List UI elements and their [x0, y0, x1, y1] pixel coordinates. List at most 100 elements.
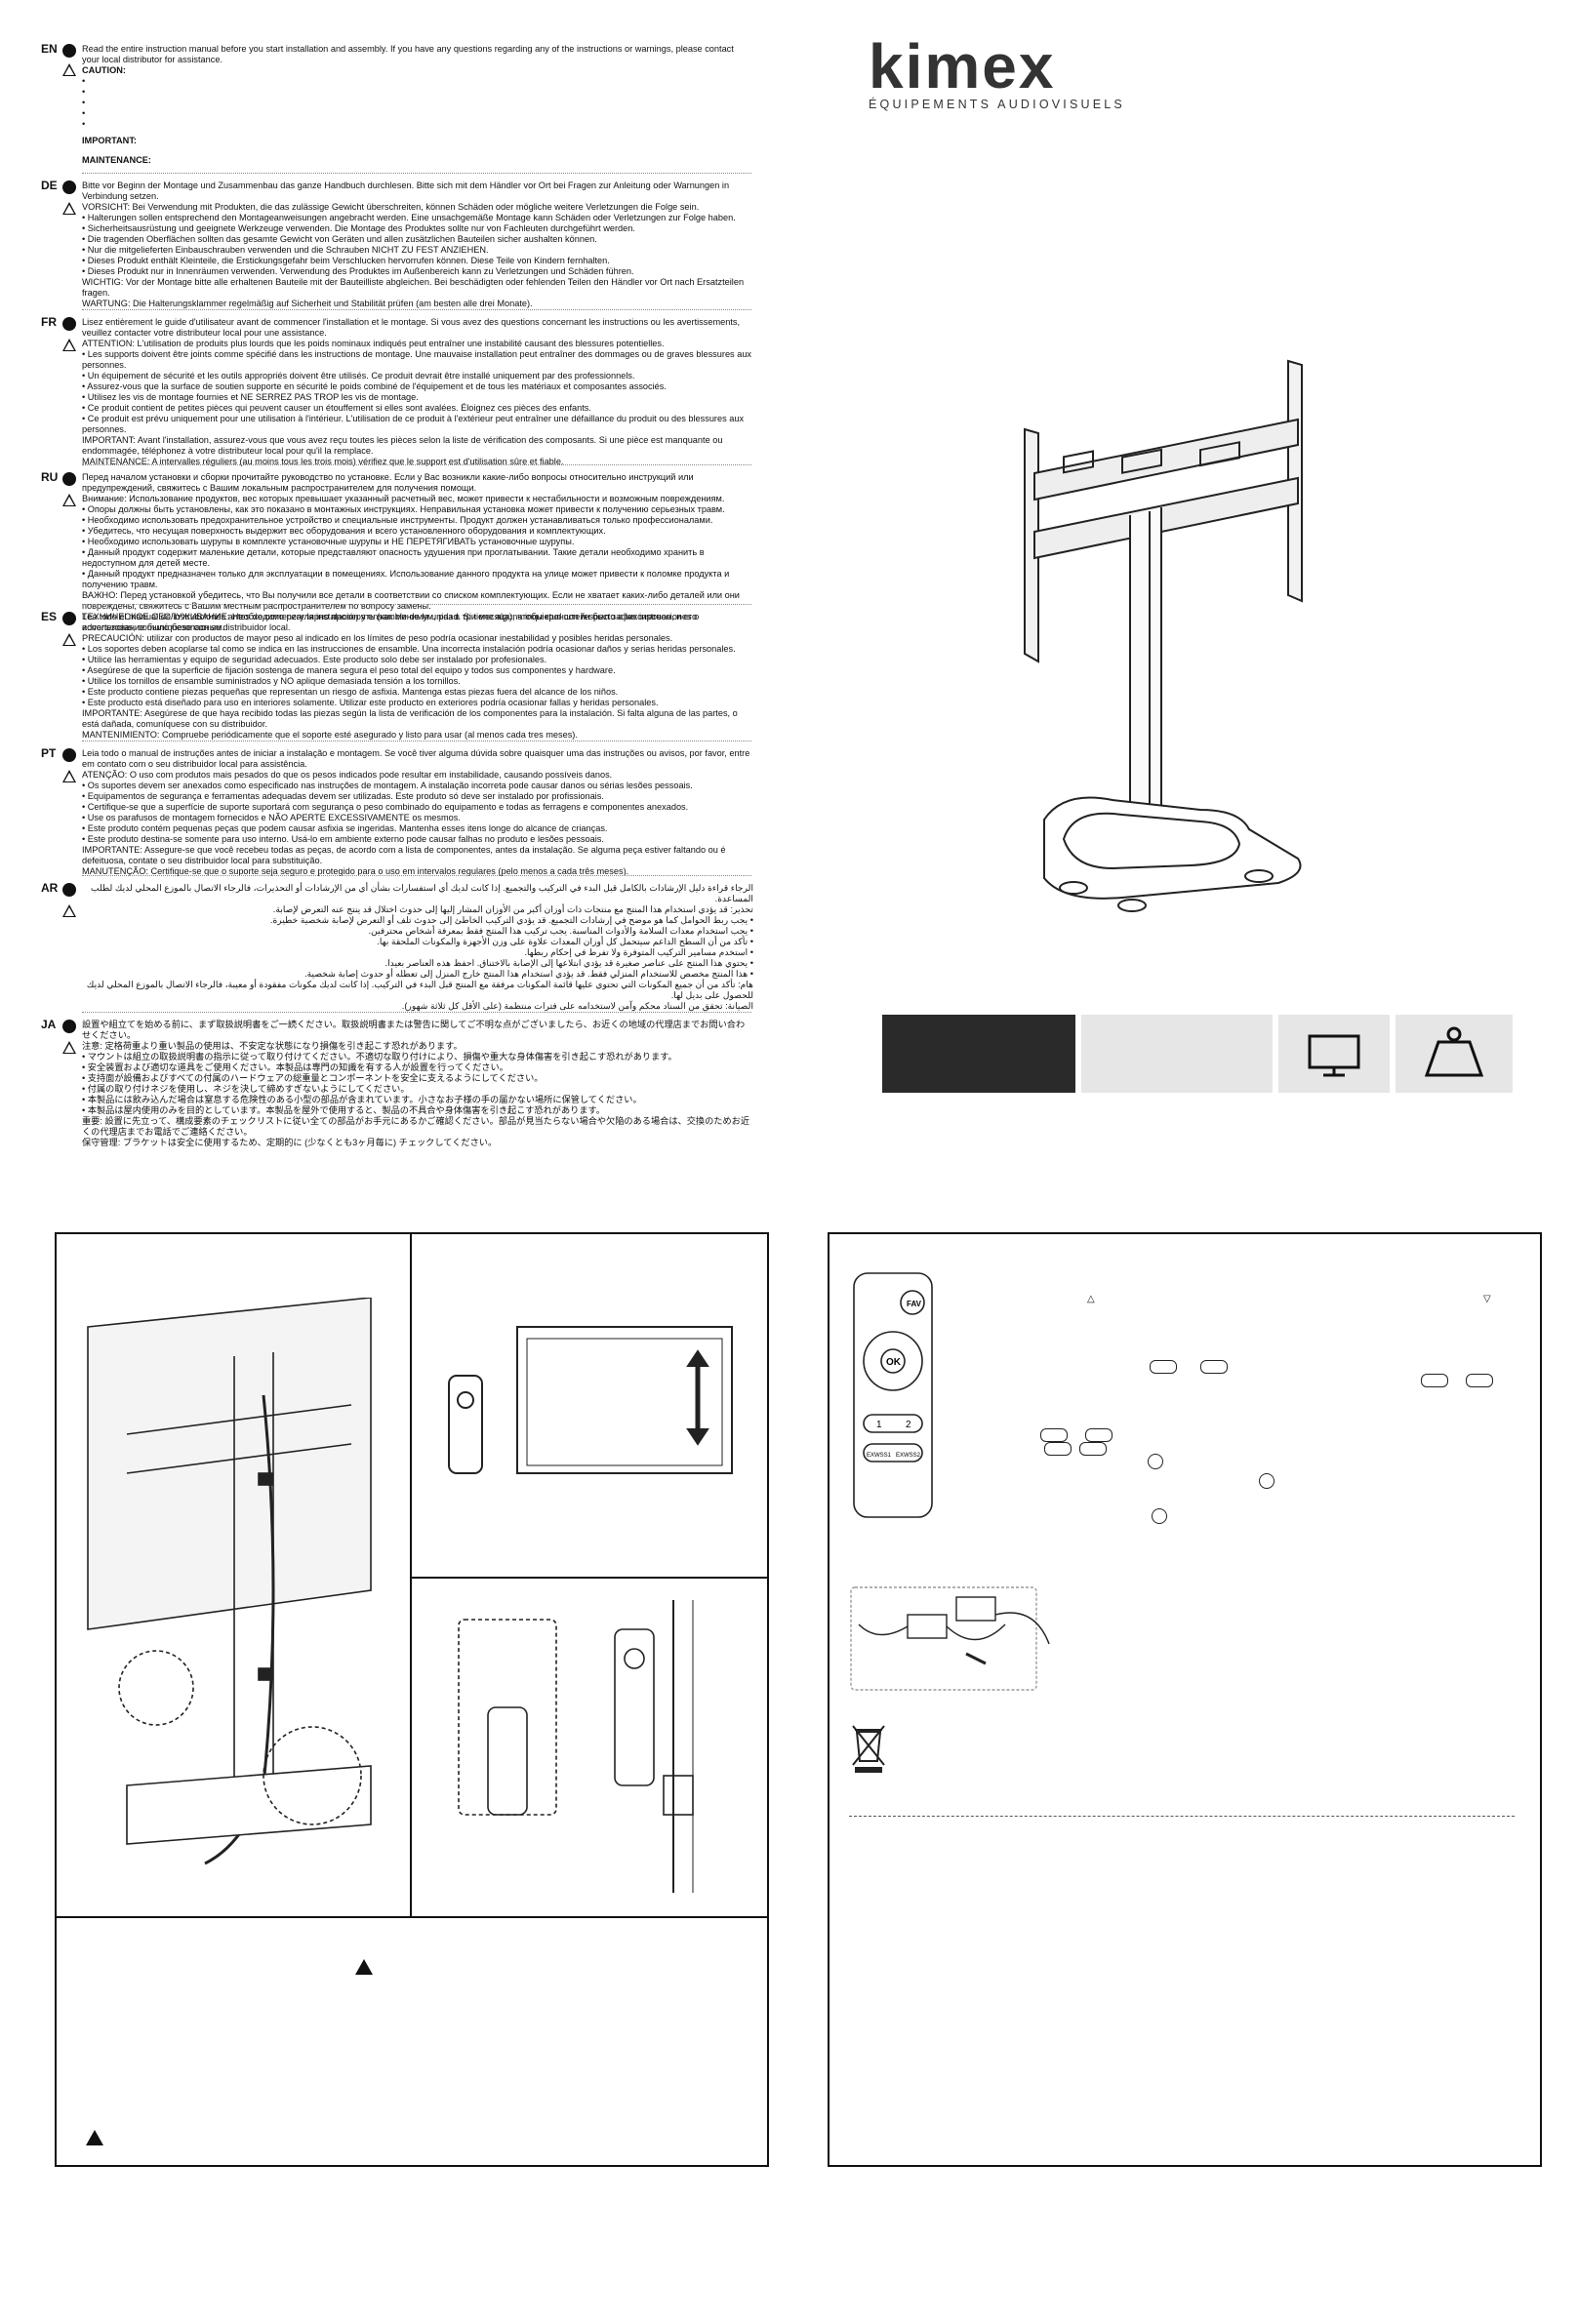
language-code: DE [41, 179, 58, 192]
instruction-line: WICHTIG: Vor der Montage bitte alle erha… [82, 277, 745, 298]
read-manual-icon [62, 180, 76, 194]
section-body: Lea todo el manual de instrucciones ante… [82, 612, 753, 741]
warning-icon [62, 1041, 76, 1054]
language-code: ES [41, 610, 58, 623]
instruction-line: • Asegúrese de que la superficie de fija… [82, 665, 616, 675]
instruction-line: • Sicherheitsausrüstung und geeignete We… [82, 223, 635, 233]
instruction-line: • マウントは組立の取扱説明書の指示に従って取り付けてください。不適切な取り付け… [82, 1052, 677, 1062]
instruction-line: Lea todo el manual de instrucciones ante… [82, 612, 700, 632]
section-separator [82, 309, 751, 310]
instruction-line: • Equipamentos de segurança e ferramenta… [82, 791, 604, 801]
instruction-line: • تأكد من أن السطح الداعم سيتحمل كل أوزا… [377, 937, 753, 946]
section-separator [82, 1012, 751, 1013]
panel-divider-h2 [410, 1577, 769, 1579]
up-arrow-icon: △ [1087, 1294, 1095, 1304]
read-manual-icon [62, 748, 76, 762]
instruction-line: 注意: 定格荷重より重い製品の使用は、不安定な状態になり損傷を引き起こす恐れがあ… [82, 1041, 463, 1051]
instruction-line: • [82, 119, 86, 129]
key-glyph [1079, 1442, 1107, 1456]
instruction-line: • Assurez-vous que la surface de soutien… [82, 381, 667, 391]
instruction-line: ATENÇÃO: O uso com produtos mais pesados… [82, 770, 613, 780]
weee-bin-icon [852, 1725, 885, 1773]
remote-holder-illustration [458, 1600, 694, 1893]
instruction-line: ATTENTION: L'utilisation de produits plu… [82, 339, 665, 348]
instruction-line: • Данный продукт предназначен только для… [82, 569, 730, 589]
instruction-line: • Ce produit est prévu uniquement pour u… [82, 414, 745, 434]
brand-name: kimex [869, 31, 1056, 101]
section-body: Read the entire instruction manual befor… [82, 44, 753, 166]
instruction-line: • Die tragenden Oberflächen sollten das … [82, 234, 597, 244]
instruction-line: • [82, 76, 86, 86]
instruction-line: • Убедитесь, что несущая поверхность выд… [82, 526, 606, 536]
remote-fav-key: FAV [907, 1300, 922, 1308]
key-glyph [1044, 1442, 1072, 1456]
remote-key-ex1: EXWSS1 [867, 1453, 892, 1459]
section-separator [82, 875, 751, 876]
section-separator [82, 464, 751, 465]
instruction-line: • Utilice las herramientas y equipo de s… [82, 655, 547, 664]
instruction-line: IMPORTANT: [82, 136, 137, 145]
instruction-line: MAINTENANCE: [82, 155, 151, 165]
instruction-line: • [82, 98, 86, 107]
section-body: 設置や組立てを始める前に、まず取扱説明書をご一読ください。取扱説明書または警告に… [82, 1020, 753, 1148]
instruction-line: CAUTION: [82, 65, 126, 75]
section-body: Lisez entièrement le guide d'utilisateur… [82, 317, 753, 467]
read-manual-icon [62, 1020, 76, 1033]
instruction-line: • يحتوي هذا المنتج على عناصر صغيرة قد يؤ… [384, 958, 753, 968]
instruction-line: • Les supports doivent être joints comme… [82, 349, 752, 370]
instruction-line: Leia todo o manual de instruções antes d… [82, 748, 750, 769]
warning-icon [355, 1959, 373, 1975]
read-manual-icon [62, 44, 76, 58]
remote-key-ex2: EXWSS2 [896, 1453, 921, 1459]
key-glyph [1150, 1360, 1177, 1374]
warning-icon [62, 633, 76, 646]
instruction-section-fr: FR Lisez entièrement le guide d'utilisate… [41, 315, 753, 467]
instruction-line: • 本製品には飲み込んだ場合は窒息する危険性のある小型の部品が含まれています。小… [82, 1095, 642, 1104]
ok-key-glyph [1152, 1508, 1167, 1524]
instruction-line: • Опоры должны быть установлены, как это… [82, 504, 725, 514]
key-glyph [1200, 1360, 1228, 1374]
instruction-line: • Use os parafusos de montagem fornecido… [82, 813, 461, 822]
language-code: EN [41, 42, 58, 56]
instruction-line: 重要: 設置に先立って、構成要素のチェックリストに従い全ての部品がお手元にあるか… [82, 1116, 750, 1137]
instruction-line: • يجب استخدام معدات السلامة والأدوات الم… [368, 926, 753, 936]
tv-icon-box [1278, 1015, 1390, 1093]
instruction-line: PRECAUCIÓN: utilizar con productos de ma… [82, 633, 673, 643]
warning-icon [86, 2130, 103, 2145]
instruction-line: Внимание: Использование продуктов, вес к… [82, 494, 725, 503]
read-manual-icon [62, 472, 76, 486]
instruction-line: 設置や組立てを始める前に、まず取扱説明書をご一読ください。取扱説明書または警告に… [82, 1020, 746, 1040]
warning-icon [62, 494, 76, 506]
instruction-line: • Halterungen sollen entsprechend den Mo… [82, 213, 736, 222]
instruction-line: • Необходимо использовать предохранитель… [82, 515, 713, 525]
power-adapter-illustration [850, 1586, 1050, 1691]
instruction-line: الصيانة: تحقق من السناد محكم وآمن لاستخد… [401, 1001, 753, 1011]
instruction-line: • 安全装置および適切な道具をご使用ください。本製品は専門の知識を有する人が設置… [82, 1062, 508, 1072]
remote-panel [828, 1232, 1542, 2167]
installation-panel [55, 1232, 769, 2167]
instruction-line: • Certifique-se que a superfície de supo… [82, 802, 689, 812]
instruction-section-en: EN Read the entire instruction manual bef… [41, 42, 753, 166]
instruction-line: • Dieses Produkt enthält Kleinteile, die… [82, 256, 610, 265]
instruction-line: WARTUNG: Die Halterungsklammer regelmäßi… [82, 299, 533, 308]
instruction-line: MANTENIMIENTO: Compruebe periódicamente … [82, 730, 578, 740]
warning-icon [62, 904, 76, 917]
instruction-line: MANUTENÇÃO: Certifique-se que o suporte … [82, 866, 629, 876]
instruction-line: Lisez entièrement le guide d'utilisateur… [82, 317, 741, 338]
section-separator [82, 604, 751, 605]
instruction-line: • [82, 108, 86, 118]
instruction-line: Перед началом установки и сборки прочита… [82, 472, 694, 493]
ok-key-glyph [1148, 1454, 1163, 1469]
instruction-line: • 付属の取り付けネジを使用し、ネジを決して締めすぎないようにしてください。 [82, 1084, 410, 1094]
section-body: Leia todo o manual de instruções antes d… [82, 748, 753, 877]
tv-icon [1308, 1034, 1360, 1077]
instruction-line: • Este produto contém pequenas peças que… [82, 823, 608, 833]
key-glyph [1085, 1428, 1113, 1442]
instruction-line: • يجب ربط الحوامل كما هو موضح في إرشادات… [269, 915, 753, 925]
language-code: FR [41, 315, 57, 329]
stand-cable-illustration [87, 1298, 372, 1865]
language-code: RU [41, 470, 59, 484]
brand-logo: kimex ÉQUIPEMENTS AUDIOVISUELS [869, 31, 1171, 111]
